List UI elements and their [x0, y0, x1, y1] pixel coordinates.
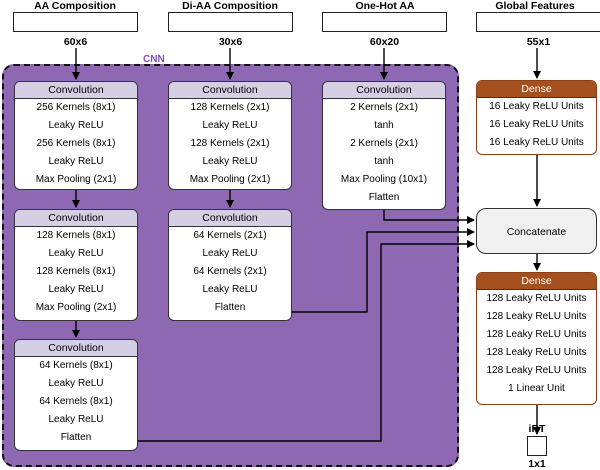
- block-row: 128 Leaky ReLU Units: [486, 293, 587, 304]
- block-row: 128 Leaky ReLU Units: [486, 347, 587, 358]
- block-row: Leaky ReLU: [48, 156, 104, 167]
- dim-label-aa-composition: 60x6: [63, 36, 88, 48]
- block-row: Max Pooling (2x1): [189, 174, 271, 185]
- dense-block-final: Dense 128 Leaky ReLU Units 128 Leaky ReL…: [476, 272, 597, 405]
- dim-label-global-features: 55x1: [526, 36, 551, 48]
- block-row: Flatten: [214, 302, 246, 313]
- block-row: 16 Leaky ReLU Units: [489, 101, 584, 112]
- block-title: Convolution: [323, 82, 445, 99]
- dense-block-global: Dense 16 Leaky ReLU Units 16 Leaky ReLU …: [476, 80, 597, 155]
- block-row: 128 Leaky ReLU Units: [486, 329, 587, 340]
- block-title: Convolution: [15, 340, 137, 357]
- conv-block-aa-2: Convolution 128 Kernels (8x1) Leaky ReLU…: [14, 209, 138, 321]
- block-row: Leaky ReLU: [202, 284, 258, 295]
- block-row: 128 Kernels (8x1): [36, 230, 116, 241]
- block-title: Convolution: [169, 210, 291, 227]
- input-title-global-features: Global Features: [495, 0, 575, 12]
- block-row: Max Pooling (2x1): [35, 302, 117, 313]
- block-row: 64 Kernels (8x1): [39, 360, 113, 371]
- block-row: 16 Leaky ReLU Units: [489, 137, 584, 148]
- block-row: 128 Kernels (2x1): [190, 102, 270, 113]
- dim-label-di-aa-composition: 30x6: [218, 36, 243, 48]
- block-row: 256 Kernels (8x1): [36, 102, 116, 113]
- block-row: Leaky ReLU: [48, 414, 104, 425]
- block-row: 2 Kernels (2x1): [350, 138, 418, 149]
- output-box: [527, 436, 547, 456]
- dim-label-one-hot-aa: 60x20: [369, 36, 400, 48]
- conv-block-aa-3: Convolution 64 Kernels (8x1) Leaky ReLU …: [14, 339, 138, 451]
- conv-block-di-aa-1: Convolution 128 Kernels (2x1) Leaky ReLU…: [168, 81, 292, 190]
- block-title: Convolution: [15, 210, 137, 227]
- block-row: Leaky ReLU: [202, 156, 258, 167]
- input-box-one-hot-aa: [322, 12, 447, 32]
- input-box-global-features: [476, 12, 600, 32]
- block-title: Convolution: [15, 82, 137, 99]
- block-row: Flatten: [60, 432, 92, 443]
- block-row: 1 Linear Unit: [508, 383, 565, 394]
- block-row: Leaky ReLU: [48, 248, 104, 259]
- conv-block-di-aa-2: Convolution 64 Kernels (2x1) Leaky ReLU …: [168, 209, 292, 321]
- block-row: Max Pooling (2x1): [35, 174, 117, 185]
- output-dim-label: 1x1: [528, 458, 546, 470]
- block-row: Leaky ReLU: [48, 378, 104, 389]
- block-row: 64 Kernels (8x1): [39, 396, 113, 407]
- block-row: 64 Kernels (2x1): [193, 266, 267, 277]
- arrow-one-hot-to-concat: [383, 210, 475, 224]
- block-row: Leaky ReLU: [48, 284, 104, 295]
- input-title-aa-composition: AA Composition: [34, 0, 116, 12]
- block-row: Flatten: [368, 192, 400, 203]
- block-row: Max Pooling (10x1): [340, 174, 428, 185]
- conv-block-aa-1: Convolution 256 Kernels (8x1) Leaky ReLU…: [14, 81, 138, 190]
- block-row: tanh: [374, 120, 394, 131]
- block-row: 64 Kernels (2x1): [193, 230, 267, 241]
- block-row: 128 Leaky ReLU Units: [486, 365, 587, 376]
- block-row: 16 Leaky ReLU Units: [489, 119, 584, 130]
- block-title: Dense: [477, 81, 596, 98]
- block-row: Leaky ReLU: [202, 120, 258, 131]
- input-title-one-hot-aa: One-Hot AA: [355, 0, 415, 12]
- conv-block-one-hot-1: Convolution 2 Kernels (2x1) tanh 2 Kerne…: [322, 81, 446, 210]
- block-row: Leaky ReLU: [48, 120, 104, 131]
- arrow-aa-to-concat: [138, 240, 475, 442]
- block-row: 128 Kernels (2x1): [190, 138, 270, 149]
- block-row: 256 Kernels (8x1): [36, 138, 116, 149]
- arrow-di-aa-to-concat: [292, 228, 475, 313]
- block-row: Leaky ReLU: [202, 248, 258, 259]
- block-title: Dense: [477, 273, 596, 290]
- block-row: tanh: [374, 156, 394, 167]
- input-box-di-aa-composition: [168, 12, 293, 32]
- block-row: 128 Leaky ReLU Units: [486, 311, 587, 322]
- block-title: Convolution: [169, 82, 291, 99]
- input-title-di-aa-composition: Di-AA Composition: [182, 0, 278, 12]
- input-box-aa-composition: [13, 12, 138, 32]
- block-row: 128 Kernels (8x1): [36, 266, 116, 277]
- block-row: 2 Kernels (2x1): [350, 102, 418, 113]
- cnn-label: CNN: [143, 54, 165, 65]
- concatenate-node: Concatenate: [476, 208, 597, 254]
